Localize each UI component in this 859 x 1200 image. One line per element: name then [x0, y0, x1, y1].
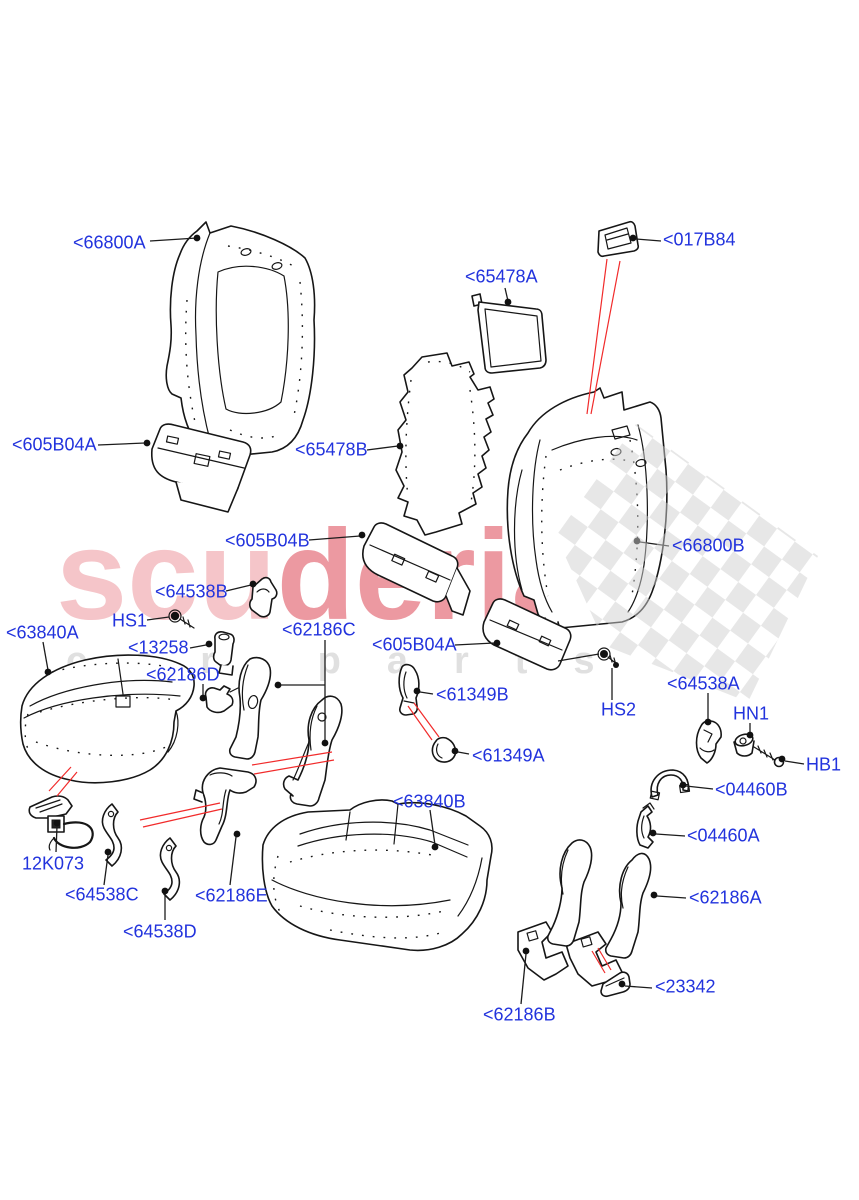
- part-bracket-04460a: [636, 802, 655, 849]
- checkered-flag-watermark: [556, 424, 818, 702]
- leader-62186B: [520, 947, 530, 1005]
- label-62186C: <62186C: [282, 619, 356, 640]
- leader-66800A: [149, 234, 201, 242]
- leader-62186E: [229, 830, 241, 886]
- part-bezel-017b84: [597, 220, 640, 258]
- part-valance-605b04b: [362, 522, 471, 616]
- leader-605B04A-2: [454, 639, 501, 647]
- label-605B04B: <605B04B: [225, 530, 310, 551]
- leader-HB1: [778, 755, 805, 765]
- part-trim-61349a: [431, 736, 457, 763]
- part-guide-13258: [212, 631, 235, 676]
- label-12K073: 12K073: [22, 853, 85, 874]
- leader-62186D: [199, 684, 207, 702]
- label-64538A: <64538A: [667, 673, 740, 694]
- label-62186E: <62186E: [195, 885, 268, 906]
- label-63840A: <63840A: [6, 622, 79, 643]
- watermark-brand-light: scu: [56, 504, 277, 647]
- label-61349B: <61349B: [436, 684, 509, 705]
- leader-64538C: [103, 848, 112, 886]
- part-strap-04460b: [649, 769, 691, 801]
- leader-04460B: [679, 781, 714, 790]
- part-cushion-foam-lh: [19, 654, 195, 784]
- label-62186D: <62186D: [146, 664, 220, 685]
- part-strap-64538c: [101, 803, 123, 867]
- label-62186B: <62186B: [483, 1004, 556, 1025]
- label-605B04A-1: <605B04A: [12, 434, 97, 455]
- leader-HS1: [146, 616, 170, 621]
- leader-13258: [189, 640, 213, 649]
- label-63840B: <63840B: [393, 791, 466, 812]
- part-screw-hs2: [557, 647, 619, 668]
- label-65478B: <65478B: [295, 439, 368, 460]
- label-04460B: <04460B: [715, 779, 788, 800]
- leader-65478A: [504, 287, 512, 306]
- label-65478A: <65478A: [465, 266, 538, 287]
- label-HS1: HS1: [112, 610, 148, 631]
- part-bracket-62186e: [193, 767, 257, 846]
- leader-12K073: [53, 819, 61, 853]
- label-HS2: HS2: [601, 699, 637, 720]
- part-recliner-covers-62186a-62186b: [517, 839, 652, 987]
- leader-017B84: [629, 234, 662, 242]
- label-017B84: <017B84: [663, 229, 736, 250]
- leader-04460A: [649, 829, 686, 837]
- leader-605B04B: [308, 531, 366, 541]
- label-04460A: <04460A: [687, 825, 760, 846]
- part-bracket-62186d: [204, 685, 239, 714]
- red-callout-lines: [48, 258, 621, 974]
- label-13258: <13258: [128, 637, 189, 658]
- label-66800A: <66800A: [73, 232, 146, 253]
- part-recliner-cover-62186c-left: [228, 656, 272, 760]
- label-HN1: HN1: [733, 703, 770, 724]
- part-valance-605b04a-2: [482, 598, 572, 671]
- label-62186A: <62186A: [689, 887, 762, 908]
- leader-63840B: [429, 809, 439, 851]
- label-23342: <23342: [655, 976, 716, 997]
- leader-62186C: [274, 640, 329, 747]
- leader-64538B: [225, 580, 257, 592]
- part-clip-23342: [600, 971, 631, 998]
- leader-23342: [618, 980, 653, 989]
- label-605B04A-2: <605B04A: [372, 634, 457, 655]
- label-61349A: <61349A: [472, 745, 545, 766]
- leader-HN1: [746, 723, 754, 739]
- leader-61349B: [413, 687, 434, 695]
- part-back-panel-65478b: [395, 352, 495, 536]
- part-trim-61349b: [398, 663, 420, 716]
- leader-62186A: [650, 891, 687, 899]
- leader-65478B: [366, 442, 404, 451]
- label-64538C: <64538C: [65, 884, 139, 905]
- leader-64538A: [704, 693, 712, 726]
- part-bracket-64538b: [248, 576, 278, 618]
- part-screw-hs1: [168, 609, 195, 629]
- part-valance-605b04a-1: [151, 423, 252, 513]
- leader-64538D: [161, 887, 169, 920]
- part-panel-65478a: [471, 293, 547, 374]
- label-64538B: <64538B: [155, 581, 228, 602]
- leader-605B04A-1: [97, 439, 151, 447]
- label-66800B: <66800B: [672, 535, 745, 556]
- label-64538D: <64538D: [123, 921, 197, 942]
- leader-61349A: [451, 747, 470, 755]
- label-HB1: HB1: [806, 754, 842, 775]
- leader-63840A: [42, 641, 52, 676]
